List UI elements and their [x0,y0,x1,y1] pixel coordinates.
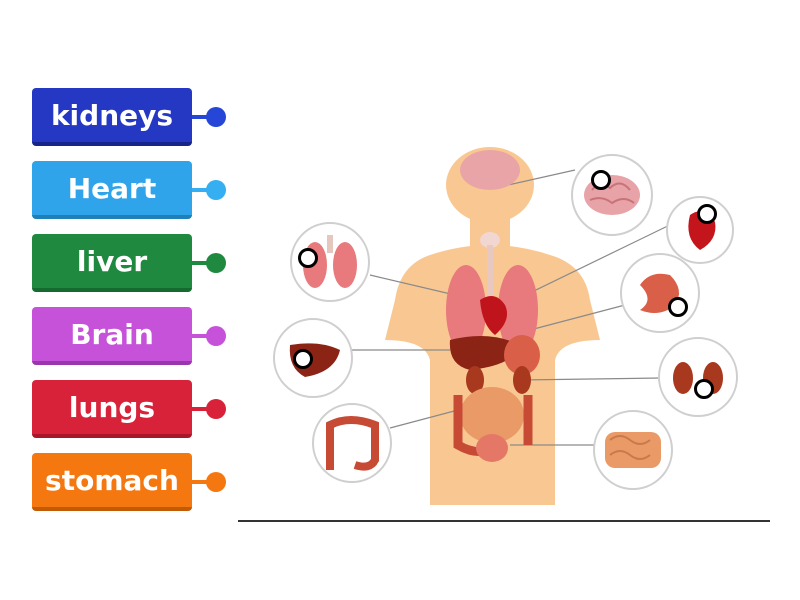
bubble-lungs [290,222,370,302]
drop-target-heart[interactable] [697,204,717,224]
label-handle-dot[interactable] [206,253,226,273]
label-tile-lungs[interactable]: lungs [32,380,226,438]
label-tile-brain[interactable]: Brain [32,307,226,365]
label-handle-dot[interactable] [206,180,226,200]
label-text: kidneys [50,98,174,132]
label-connector [192,115,218,119]
label-connector [192,334,218,338]
label-connector [192,480,218,484]
internal-organs [446,150,540,462]
drop-target-liver[interactable] [293,349,313,369]
label-handle-dot[interactable] [206,326,226,346]
drop-target-stomach[interactable] [668,297,688,317]
bubble-liver [273,318,353,398]
drop-target-brain[interactable] [591,170,611,190]
bubble-kidneys [658,337,738,417]
label-connector [192,261,218,265]
label-handle-dot[interactable] [206,107,226,127]
label-tile-kidneys[interactable]: kidneys [32,88,226,146]
label-tile-heart[interactable]: Heart [32,161,226,219]
label-text: Heart [67,171,157,205]
label-text: lungs [68,390,156,424]
bubble-brain [571,154,653,236]
label-handle-dot[interactable] [206,472,226,492]
label-connector [192,188,218,192]
drop-target-kidneys[interactable] [694,379,714,399]
baseline-divider [238,520,770,522]
bubble-intestine [593,410,673,490]
label-text: liver [76,244,148,278]
bubble-colon [312,403,392,483]
label-text: stomach [45,463,179,497]
bubble-stomach [620,253,700,333]
label-tile-liver[interactable]: liver [32,234,226,292]
drop-target-lungs[interactable] [298,248,318,268]
label-handle-dot[interactable] [206,399,226,419]
label-connector [192,407,218,411]
label-tile-stomach[interactable]: stomach [32,453,226,511]
label-text: Brain [70,317,154,351]
